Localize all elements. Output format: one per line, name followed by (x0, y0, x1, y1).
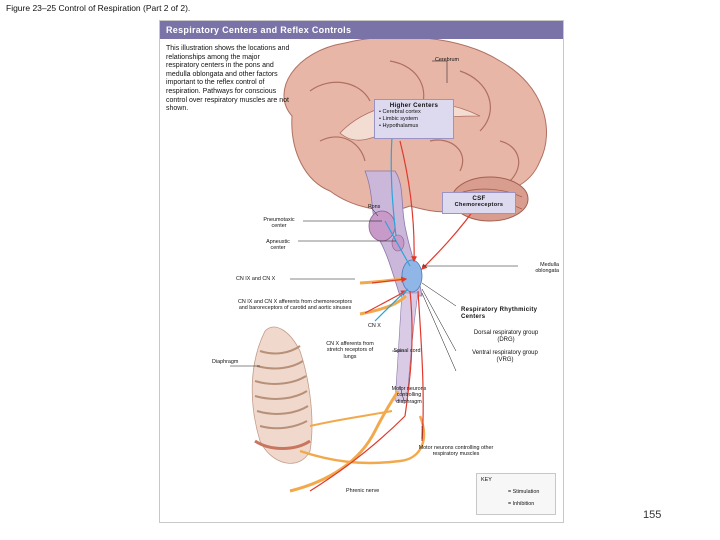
label-spinal-cord: Spinal cord (393, 348, 421, 354)
figure-banner: Respiratory Centers and Reflex Controls (160, 21, 563, 39)
label-pneumotaxic-center: Pneumotaxic center (263, 217, 295, 230)
rrc-title-line2: Centers (461, 314, 486, 320)
figure-description: This illustration shows the locations an… (166, 45, 290, 113)
pons-shape (368, 210, 396, 242)
higher-centers-item: • Limbic system (379, 116, 418, 122)
spinal-cord-shape (394, 292, 419, 402)
higher-centers-item: • Cerebral cortex (379, 109, 421, 115)
rrc-title: Respiratory Rhythmicity (461, 307, 538, 313)
csf-title: CSF (472, 195, 486, 202)
label-cerebrum: Cerebrum (435, 57, 459, 63)
higher-centers-box: Higher Centers • Cerebral cortex • Limbi… (374, 99, 454, 139)
label-diaphragm: Diaphragm (212, 359, 239, 365)
label-cn-ix-x-afferents: CN IX and CN X afferents from chemorecep… (237, 299, 353, 312)
figure-panel: Respiratory Centers and Reflex Controls … (159, 20, 564, 523)
higher-centers-item: • Hypothalamus (379, 123, 419, 129)
label-cn-x-afferents: CN X afferents from stretch receptors of… (326, 341, 374, 360)
csf-chemoreceptors-box: CSF Chemoreceptors (442, 192, 516, 214)
label-motor-neurons-other: Motor neurons controlling other respirat… (418, 445, 494, 458)
csf-subtitle: Chemoreceptors (454, 202, 504, 208)
respiratory-rhythmicity-centers: Respiratory Rhythmicity Centers (461, 307, 561, 321)
key-title: KEY (481, 477, 492, 483)
key-inhibition: = Inhibition (508, 501, 535, 507)
label-phrenic-nerve: Phrenic nerve (346, 488, 380, 494)
higher-centers-title: Higher Centers (389, 102, 439, 109)
label-pons: Pons (368, 204, 381, 210)
key-stimulation: = Stimulation (508, 489, 540, 495)
figure-key: KEY = Stimulation = Inhibition (476, 473, 556, 515)
label-medulla-oblongata: Medulla oblongata (535, 262, 559, 275)
medulla-shape (401, 259, 423, 293)
label-cn-x: CN X (368, 323, 381, 329)
slide-title: Figure 23–25 Control of Respiration (Par… (6, 3, 191, 13)
label-cn-ix-x: CN IX and CN X (236, 276, 276, 282)
label-motor-neurons-diaphragm: Motor neurons controlling diaphragm (391, 386, 427, 405)
label-drg: Dorsal respiratory group (DRG) (473, 330, 539, 343)
label-apneustic-center: Apneustic center (266, 239, 290, 252)
page-number: 155 (643, 509, 662, 521)
label-vrg: Ventral respiratory group (VRG) (472, 350, 538, 363)
torso-shape (251, 326, 313, 464)
